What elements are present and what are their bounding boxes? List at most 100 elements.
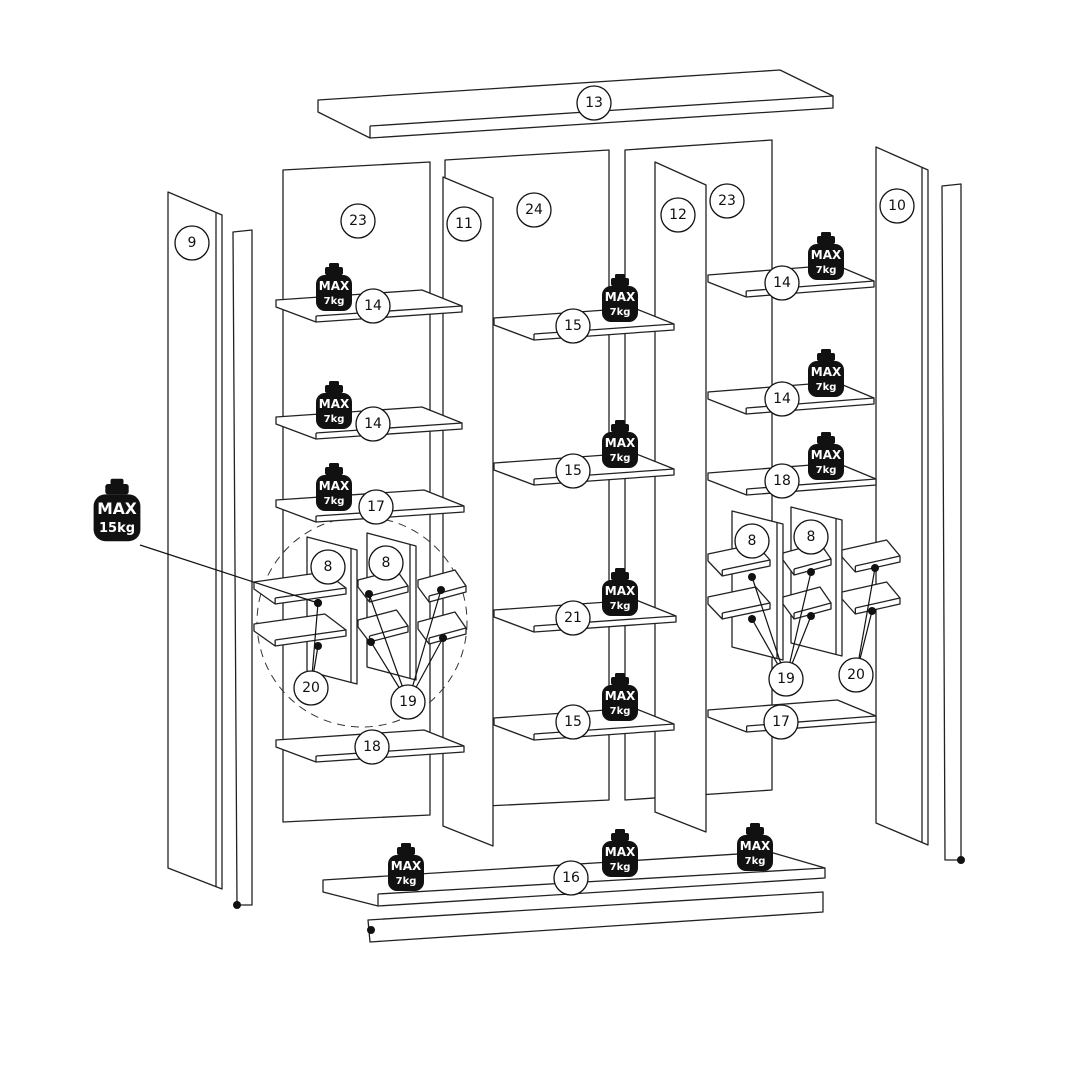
part-number: 14	[364, 416, 382, 432]
part-number: 13	[585, 95, 603, 111]
part-number-callout: 10	[879, 188, 915, 224]
max-label: MAX	[319, 279, 350, 293]
load-label: 7kg	[610, 862, 631, 873]
shelf	[782, 586, 832, 620]
max-label: MAX	[97, 500, 137, 518]
max-load-weight-icon: MAX 7kg	[316, 381, 352, 429]
part-number: 18	[773, 473, 791, 489]
part-number-callout: 18	[354, 729, 390, 765]
max-load-weight-icon: MAX 7kg	[808, 232, 844, 280]
part-number: 17	[772, 714, 790, 730]
load-label: 7kg	[324, 296, 345, 307]
top-panel	[317, 69, 834, 139]
leader-line	[751, 576, 787, 680]
part-number: 8	[748, 533, 757, 549]
part-number: 24	[525, 202, 543, 218]
part-number-callout: 14	[355, 406, 391, 442]
part-number-callout: 8	[368, 545, 404, 581]
part-number: 8	[807, 529, 816, 545]
part-number-callout: 17	[763, 704, 799, 740]
part-number: 8	[324, 559, 333, 575]
load-label: 7kg	[816, 265, 837, 276]
part-number: 12	[669, 207, 687, 223]
max-label: MAX	[319, 397, 350, 411]
shelf	[417, 569, 467, 603]
part-number-callout: 9	[174, 225, 210, 261]
part-number-callout: 14	[764, 265, 800, 301]
load-label: 15kg	[99, 521, 135, 536]
part-number-callout: 18	[764, 463, 800, 499]
plinth	[367, 891, 824, 943]
side-panel-inner-right	[654, 161, 707, 833]
part-number-callout: 20	[838, 657, 874, 693]
max-label: MAX	[605, 845, 636, 859]
connector-dot	[367, 638, 375, 646]
load-label: 7kg	[396, 876, 417, 887]
max-label: MAX	[811, 448, 842, 462]
max-load-weight-icon: MAX 7kg	[602, 420, 638, 468]
part-number-callout: 19	[768, 661, 804, 697]
part-number: 11	[455, 216, 473, 232]
part-number-callout: 8	[793, 519, 829, 555]
max-label: MAX	[811, 248, 842, 262]
connector-dot	[807, 612, 815, 620]
max-load-weight-icon: MAX 7kg	[316, 263, 352, 311]
part-number-callout: 15	[555, 308, 591, 344]
part-number-callout: 14	[764, 381, 800, 417]
part-number: 21	[564, 610, 582, 626]
max-label: MAX	[319, 479, 350, 493]
part-number-callout: 14	[355, 288, 391, 324]
part-number: 18	[363, 739, 381, 755]
part-number-callout: 17	[358, 489, 394, 525]
shelf	[841, 539, 901, 573]
part-number-callout: 13	[576, 85, 612, 121]
part-number-callout: 15	[555, 453, 591, 489]
part-number: 14	[773, 275, 791, 291]
connector-dot	[439, 634, 447, 642]
part-number: 10	[888, 198, 906, 214]
leader-line	[407, 589, 442, 703]
max-load-weight-icon: MAX 7kg	[316, 463, 352, 511]
connector-dot	[748, 573, 756, 581]
strip-left	[232, 229, 253, 906]
part-number: 16	[562, 870, 580, 886]
load-label: 7kg	[324, 414, 345, 425]
leader-line	[855, 567, 876, 676]
part-number-callout: 11	[446, 206, 482, 242]
max-label: MAX	[391, 859, 422, 873]
shelf	[417, 611, 467, 645]
part-number: 20	[847, 667, 865, 683]
max-label: MAX	[605, 689, 636, 703]
part-number-callout: 8	[734, 523, 770, 559]
part-number-callout: 23	[340, 203, 376, 239]
shelf	[253, 613, 347, 647]
part-number: 17	[367, 499, 385, 515]
part-number-callout: 19	[390, 684, 426, 720]
part-number: 23	[718, 193, 736, 209]
part-number: 14	[773, 391, 791, 407]
part-number: 15	[564, 714, 582, 730]
connector-dot	[868, 607, 876, 615]
part-number-callout: 21	[555, 600, 591, 636]
load-label: 7kg	[610, 453, 631, 464]
max-label: MAX	[605, 290, 636, 304]
part-number: 23	[349, 213, 367, 229]
max-label: MAX	[605, 584, 636, 598]
shelf	[357, 609, 409, 643]
max-label: MAX	[605, 436, 636, 450]
connector-dot	[871, 564, 879, 572]
part-number-callout: 24	[516, 192, 552, 228]
part-number-callout: 12	[660, 197, 696, 233]
load-label: 7kg	[324, 496, 345, 507]
part-number: 19	[777, 671, 795, 687]
part-number: 14	[364, 298, 382, 314]
connector-dot	[365, 590, 373, 598]
part-number: 15	[564, 318, 582, 334]
